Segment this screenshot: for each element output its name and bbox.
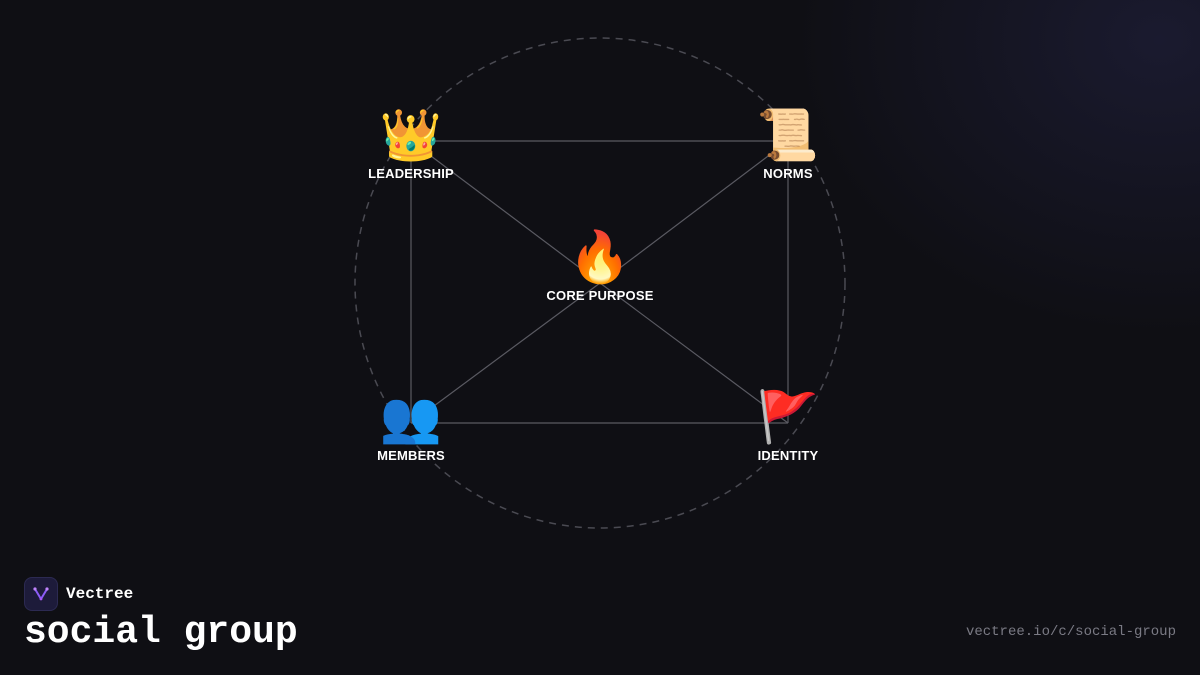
page-url[interactable]: vectree.io/c/social-group: [965, 624, 1176, 640]
node-norms[interactable]: 📜 NORMS: [708, 107, 868, 181]
node-members[interactable]: 👥 MEMBERS: [331, 389, 491, 463]
page-title: social group: [24, 611, 298, 654]
node-label: IDENTITY: [757, 448, 819, 463]
edge-members-core: [410, 282, 601, 424]
flag-icon: 🚩: [756, 388, 820, 446]
vectree-logo-icon: [24, 577, 58, 611]
node-label: MEMBERS: [377, 448, 445, 463]
node-label: LEADERSHIP: [368, 166, 454, 181]
node-leadership[interactable]: 👑 LEADERSHIP: [331, 107, 491, 181]
outer-dashed-ring: [354, 37, 846, 529]
scroll-icon: 📜: [756, 106, 820, 164]
people-icon: 👥: [379, 388, 443, 446]
node-identity[interactable]: 🚩 IDENTITY: [708, 389, 868, 463]
brand[interactable]: Vectree: [24, 577, 133, 611]
edge-norms-core: [599, 140, 789, 284]
node-label: NORMS: [763, 166, 813, 181]
node-label: CORE PURPOSE: [546, 288, 654, 303]
crown-icon: 👑: [379, 106, 443, 164]
node-core-purpose[interactable]: 🔥 CORE PURPOSE: [520, 229, 680, 303]
edge-leadership-core: [410, 140, 601, 284]
edge-identity-core: [599, 282, 789, 424]
fire-icon: 🔥: [568, 228, 632, 286]
brand-name: Vectree: [66, 585, 134, 603]
